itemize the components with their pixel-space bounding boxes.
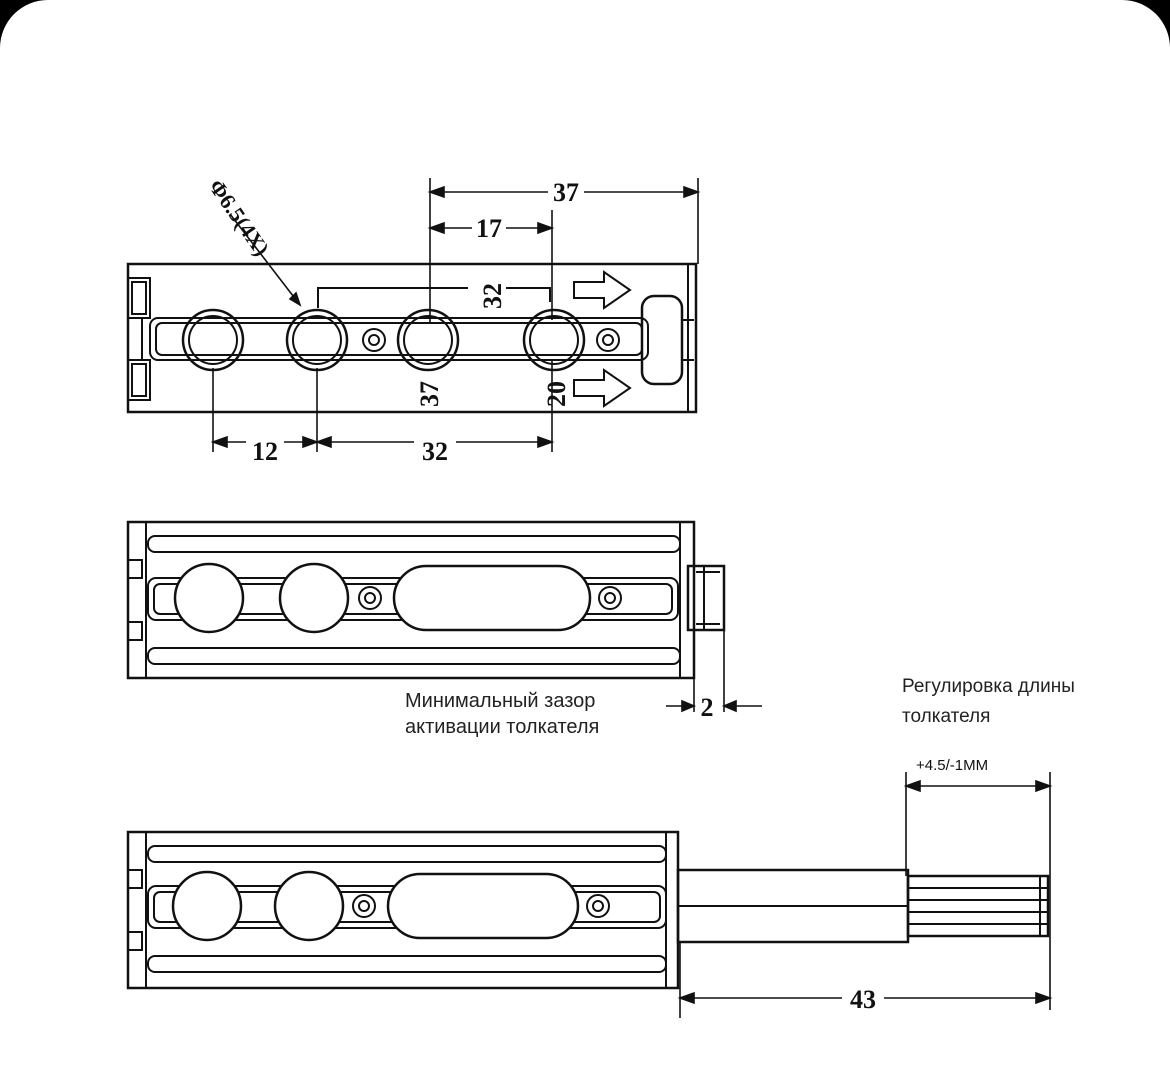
dim-37-vertical: 37	[415, 381, 444, 407]
middle-mount-hole-1	[173, 562, 245, 634]
top-dimension-lines	[210, 178, 701, 452]
top-mount-hole-3	[396, 308, 460, 372]
adjust-range-value: +4.5/-1MM	[916, 757, 988, 774]
middle-rivet-2	[598, 586, 622, 610]
middle-oval-slot	[392, 564, 592, 632]
min-gap-label: Минимальный зазор активации толкателя	[405, 688, 599, 740]
min-gap-label-line1: Минимальный зазор	[405, 690, 596, 712]
bottom-rivet-1	[352, 894, 376, 918]
middle-rivet-1	[358, 586, 382, 610]
dim-32-vertical: 32	[478, 283, 507, 309]
middle-body-outline	[126, 520, 696, 680]
top-pusher-head	[640, 294, 684, 386]
adjust-label: Регулировка длины толкателя	[902, 672, 1075, 732]
top-mount-hole-4	[522, 308, 586, 372]
min-gap-label-line2: активации толкателя	[405, 716, 600, 738]
middle-rail-top	[147, 535, 681, 553]
top-slot	[149, 317, 649, 361]
bottom-mount-hole-1	[171, 870, 243, 942]
middle-mount-hole-2	[278, 562, 350, 634]
dim-12: 12	[252, 437, 278, 466]
dim-17: 17	[476, 214, 502, 243]
middle-pusher-tip	[686, 564, 726, 632]
hole-diameter-callout: Φ6.5(4X)	[204, 175, 275, 261]
bottom-rail-bottom	[147, 955, 667, 973]
dim-32-horizontal: 32	[422, 437, 448, 466]
bottom-rivet-2	[586, 894, 610, 918]
dim-37-overall: 37	[553, 178, 579, 207]
bottom-view: +4.5/-1MM 43	[126, 757, 1053, 1018]
adjust-label-line1: Регулировка длины	[902, 676, 1075, 697]
middle-rail-bottom	[147, 647, 681, 665]
bottom-pusher-tip	[906, 874, 1050, 938]
middle-view: 2	[126, 520, 762, 722]
top-left-end-clips	[127, 277, 151, 401]
top-rivet-1	[362, 328, 386, 352]
extended-length-value: 43	[850, 985, 876, 1014]
length-dimension-lines	[677, 942, 1053, 1018]
min-gap-value: 2	[701, 693, 714, 722]
top-rivet-2	[596, 328, 620, 352]
gap-dimension-lines	[666, 630, 762, 713]
adjust-dimension-lines	[903, 772, 1053, 1010]
dim-20-vertical: 20	[542, 381, 571, 407]
top-direction-arrow-upper	[573, 270, 632, 310]
bottom-rail-top	[147, 845, 667, 863]
bottom-oval-slot	[386, 872, 580, 940]
adjust-label-line2: толкателя	[902, 706, 991, 727]
top-direction-arrow-lower	[573, 368, 632, 408]
bottom-mount-hole-2	[273, 870, 345, 942]
top-view: 37 17 32 37 20 12 32 Φ6.5(4X)	[126, 175, 701, 466]
